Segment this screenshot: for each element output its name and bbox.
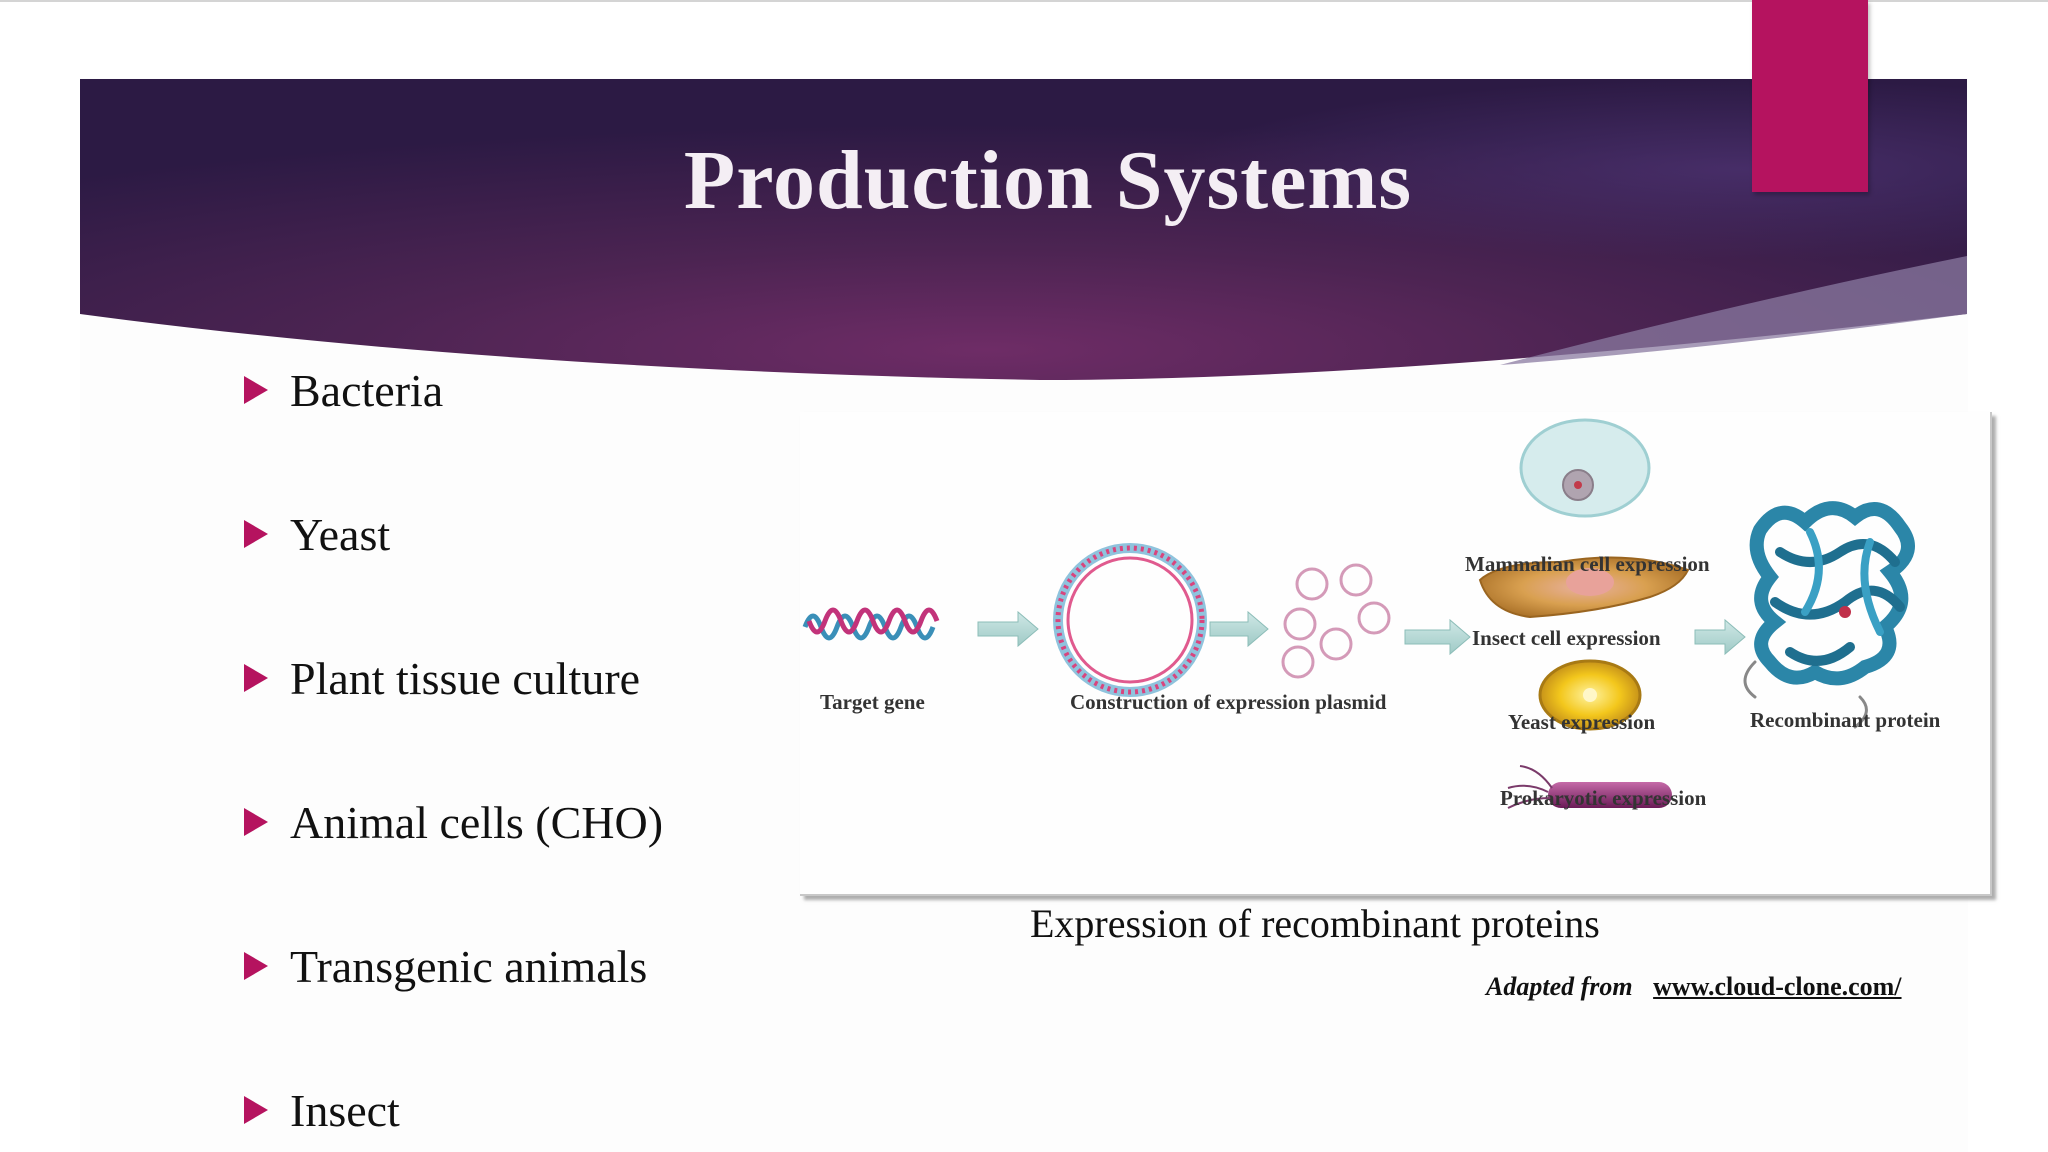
bullet-arrow-icon [244, 664, 268, 692]
bullet-label: Insect [290, 1084, 400, 1136]
bullet-item-transgenic-animals: Transgenic animals [244, 936, 944, 996]
bullet-label: Transgenic animals [290, 940, 648, 992]
yeast-cell-icon [1538, 659, 1642, 731]
flow-arrow-icon [1209, 610, 1269, 648]
flow-arrow-icon [1404, 618, 1471, 656]
flow-arrow-icon [1694, 618, 1746, 656]
mammalian-cell-icon [1519, 418, 1651, 518]
plasmid-ring-icon [1053, 543, 1207, 697]
accent-tab [1752, 0, 1868, 192]
bullet-label: Animal cells (CHO) [290, 796, 664, 848]
bacterium-icon [1507, 765, 1672, 809]
source-link[interactable]: www.cloud-clone.com/ [1653, 972, 1902, 1001]
top-divider [0, 0, 2048, 2]
expression-diagram [802, 418, 1915, 809]
source-prefix: Adapted from [1486, 972, 1633, 1001]
bullet-item-yeast: Yeast [244, 504, 944, 564]
bullet-item-animal-cells: Animal cells (CHO) [244, 792, 944, 852]
bullet-arrow-icon [244, 376, 268, 404]
figure-source: Adapted from www.cloud-clone.com/ [1486, 972, 1902, 1002]
bullet-label: Plant tissue culture [290, 652, 641, 704]
bullet-arrow-icon [244, 808, 268, 836]
bullet-arrow-icon [244, 1096, 268, 1124]
bullet-item-insect: Insect [244, 1080, 944, 1140]
label-prokaryotic-expression: Prokaryotic expression [1500, 786, 1707, 810]
label-recombinant-protein: Recombinant protein [1750, 708, 1941, 732]
recombinant-protein-icon [1743, 501, 1915, 729]
label-target-gene: Target gene [820, 690, 925, 714]
title-banner [80, 79, 1967, 380]
dna-helix-icon [802, 607, 940, 641]
expression-figure: Target gene Construction of expression p… [800, 412, 1992, 896]
bullet-arrow-icon [244, 520, 268, 548]
figure-caption: Expression of recombinant proteins [1030, 901, 1600, 946]
bullet-item-plant-tissue-culture: Plant tissue culture [244, 648, 944, 708]
plasmid-cluster-icon [1281, 563, 1391, 679]
bullet-item-bacteria: Bacteria [244, 360, 944, 420]
label-insect-expression: Insect cell expression [1472, 626, 1661, 650]
bullet-label: Bacteria [290, 364, 444, 416]
slide-title: Production Systems [683, 134, 1413, 227]
bullet-label: Yeast [290, 508, 391, 560]
label-construction-plasmid: Construction of expression plasmid [1070, 690, 1387, 714]
label-yeast-expression: Yeast expression [1508, 710, 1656, 734]
flow-arrow-icon [977, 610, 1039, 648]
insect-cell-icon [1478, 556, 1690, 619]
label-mammalian-expression: Mammalian cell expression [1465, 552, 1710, 576]
bullet-arrow-icon [244, 952, 268, 980]
